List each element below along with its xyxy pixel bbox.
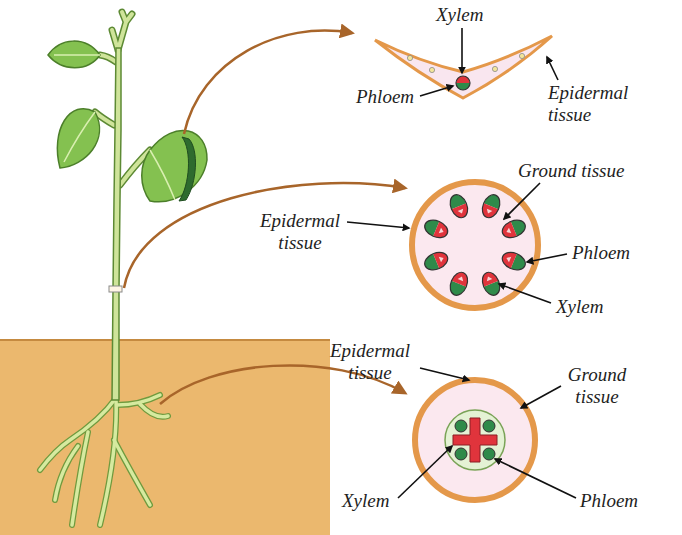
stem-part xyxy=(112,48,121,400)
twigs-part xyxy=(100,55,116,62)
part-label: Epidermal tissue xyxy=(252,210,348,254)
soil-part xyxy=(0,340,330,535)
leader-lines-part xyxy=(420,368,469,380)
root-section-part xyxy=(445,410,505,470)
roots-part xyxy=(114,440,150,505)
twigs-part xyxy=(100,55,116,62)
leaves xyxy=(48,41,207,202)
leader-lines-part xyxy=(461,28,463,73)
roots-part xyxy=(100,400,116,525)
leader-lines-part xyxy=(527,254,567,262)
root-section-part xyxy=(455,448,467,460)
roots-part xyxy=(114,440,150,505)
leaves-part xyxy=(64,112,95,162)
stem xyxy=(109,48,122,400)
leader-lines-part xyxy=(499,284,551,303)
stem-section xyxy=(412,182,538,308)
leaves-part xyxy=(54,54,100,56)
roots-part xyxy=(140,404,168,417)
part-label: Epidermal tissue xyxy=(322,340,418,384)
roots-part xyxy=(55,446,78,500)
leader-lines-part xyxy=(495,459,576,498)
roots-part xyxy=(100,400,116,525)
roots-part xyxy=(40,398,116,470)
part-label: Phloem xyxy=(356,86,414,108)
part-label: Phloem xyxy=(572,242,630,264)
section-arrows-part xyxy=(124,183,405,288)
leaf-section-part xyxy=(456,76,470,83)
leaf-section-part xyxy=(456,76,470,90)
stem-section-part xyxy=(422,217,450,241)
root-section-part xyxy=(453,418,497,462)
root-section-part xyxy=(455,420,467,432)
roots-part xyxy=(55,446,78,500)
root-section-part xyxy=(483,448,495,460)
twigs-part xyxy=(112,12,132,50)
root-section-part xyxy=(483,420,495,432)
leaf-section-part xyxy=(407,55,412,60)
leaf-section-part xyxy=(492,66,497,71)
part-label: Epidermal tissue xyxy=(548,82,644,126)
leader-lines-part xyxy=(521,386,561,408)
leader-lines-part xyxy=(547,57,558,80)
stem-section-part xyxy=(479,192,503,220)
stem-section-part xyxy=(422,249,450,273)
roots-part xyxy=(140,404,168,417)
leader-lines-part xyxy=(398,446,452,498)
leaves-part xyxy=(142,130,207,201)
part-label: Xylem xyxy=(436,4,483,26)
leaves-part xyxy=(48,41,100,68)
soil-part xyxy=(0,339,330,341)
leader-lines-part xyxy=(347,222,409,228)
part-label: Phloem xyxy=(580,490,638,512)
soil xyxy=(0,340,330,535)
leaf-section-part xyxy=(519,53,524,58)
stem-section-part xyxy=(447,270,471,298)
leaves-part xyxy=(179,137,195,201)
part-label: Ground tissue xyxy=(518,160,624,182)
twigs-part xyxy=(112,12,132,50)
section-arrows-part xyxy=(184,31,352,134)
leaves-part xyxy=(150,150,175,200)
stem-section-part xyxy=(412,182,538,308)
leader-lines-part xyxy=(420,86,453,96)
roots-part xyxy=(72,432,88,525)
root-section xyxy=(415,380,535,500)
roots xyxy=(40,395,168,525)
stem-section-part xyxy=(500,249,528,273)
stem-part xyxy=(109,286,122,292)
leader-lines xyxy=(347,28,576,498)
leader-lines-part xyxy=(504,183,540,219)
roots-part xyxy=(40,398,116,470)
part-label: Ground tissue xyxy=(562,364,632,408)
leaves-part xyxy=(57,109,99,168)
leaf-section-part xyxy=(429,67,434,72)
root-section-part xyxy=(415,380,535,500)
part-label: Xylem xyxy=(556,296,603,318)
leaf-section-part xyxy=(456,83,470,90)
stem-section-part xyxy=(447,192,471,220)
part-label: Xylem xyxy=(342,490,389,512)
twigs xyxy=(95,12,150,185)
stem-section-part xyxy=(500,217,528,241)
